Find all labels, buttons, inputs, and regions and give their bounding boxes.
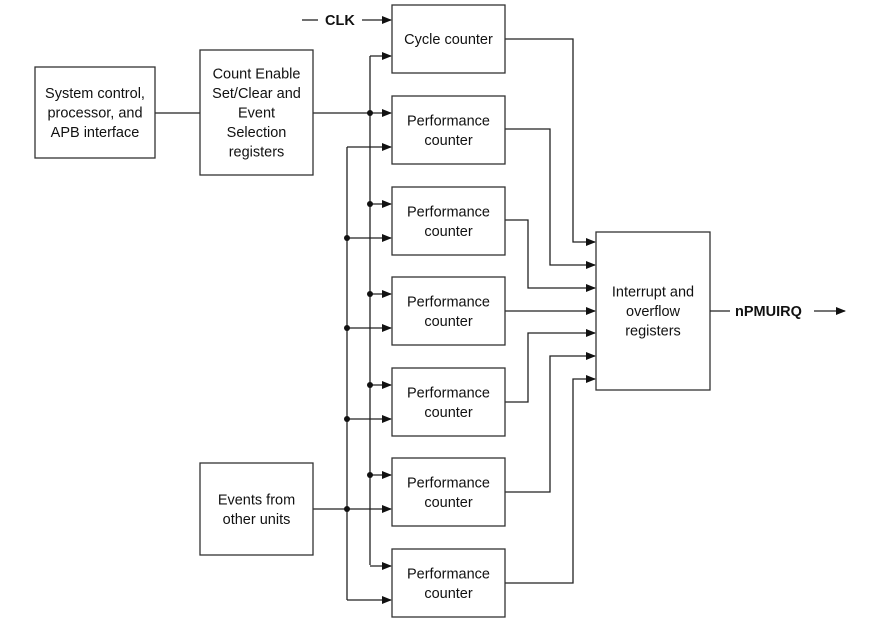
counter-output-6 xyxy=(505,375,596,584)
junction-dot xyxy=(367,382,373,388)
performance-counter-6-label: Performance xyxy=(407,566,490,582)
irq-signal: nPMUIRQ xyxy=(710,304,846,320)
junction-dot xyxy=(344,506,350,512)
cycle-counter: Cycle counter xyxy=(391,4,506,74)
count-enable-block-label: registers xyxy=(229,145,285,161)
system-control-block-label: processor, and xyxy=(47,106,142,122)
count-enable-block-label: Count Enable xyxy=(213,67,301,83)
performance-counter-1-rect xyxy=(391,95,506,165)
counter-output-5 xyxy=(505,352,596,493)
performance-counter-3-rect xyxy=(391,276,506,346)
count-enable-block-rect xyxy=(199,49,314,176)
performance-counter-6-label: counter xyxy=(424,586,473,602)
system-control-block-label: System control, xyxy=(45,86,145,102)
counter-output-2 xyxy=(505,219,596,292)
events-block-label: Events from xyxy=(218,492,295,508)
system-control-block-rect xyxy=(34,66,156,159)
counter-output-0 xyxy=(505,38,596,246)
junction-dot xyxy=(367,201,373,207)
interrupt-overflow-registers-label: overflow xyxy=(626,304,681,320)
events-block-label: other units xyxy=(223,512,291,528)
performance-counter-3: Performance counter xyxy=(391,276,506,346)
cycle-counter-label: Cycle counter xyxy=(404,32,493,48)
performance-counter-6: Performance counter xyxy=(391,548,506,618)
junction-dot xyxy=(344,325,350,331)
performance-counter-6-rect xyxy=(391,548,506,618)
performance-counter-4-label: counter xyxy=(424,405,473,421)
performance-counter-3-label: counter xyxy=(424,314,473,330)
performance-counter-2-label: Performance xyxy=(407,204,490,220)
performance-counter-2-label: counter xyxy=(424,224,473,240)
performance-counter-4: Performance counter xyxy=(391,367,506,437)
count-enable-block-label: Selection xyxy=(227,125,287,141)
junction-dot xyxy=(367,472,373,478)
counter-output-4 xyxy=(505,329,596,403)
junction-dot xyxy=(344,235,350,241)
performance-counter-4-label: Performance xyxy=(407,385,490,401)
events-block: Events from other units xyxy=(199,462,314,556)
interrupt-overflow-registers: Interrupt and overflow registers xyxy=(595,231,711,391)
cycle-counter-rect xyxy=(391,4,506,74)
clk-signal: CLK xyxy=(302,13,392,29)
performance-counter-1-label: Performance xyxy=(407,113,490,129)
performance-counter-5-rect xyxy=(391,457,506,527)
interrupt-overflow-registers-rect xyxy=(595,231,711,391)
performance-counter-1: Performance counter xyxy=(391,95,506,165)
performance-counter-5-label: Performance xyxy=(407,475,490,491)
irq-label: nPMUIRQ xyxy=(735,304,802,320)
performance-counter-5: Performance counter xyxy=(391,457,506,527)
interrupt-overflow-registers-label: registers xyxy=(625,324,681,340)
performance-counter-1-label: counter xyxy=(424,133,473,149)
performance-counter-5-label: counter xyxy=(424,495,473,511)
performance-counter-3-label: Performance xyxy=(407,294,490,310)
performance-counter-2-rect xyxy=(391,186,506,256)
clk-label: CLK xyxy=(325,13,355,29)
system-control-block-label: APB interface xyxy=(51,125,140,141)
interrupt-overflow-registers-label: Interrupt and xyxy=(612,285,694,301)
count-enable-block-label: Set/Clear and xyxy=(212,86,301,102)
performance-counter-2: Performance counter xyxy=(391,186,506,256)
junction-dot xyxy=(367,110,373,116)
junction-dot xyxy=(367,291,373,297)
count-enable-block-label: Event xyxy=(238,106,275,122)
events-block-rect xyxy=(199,462,314,556)
counter-output-1 xyxy=(505,128,596,269)
performance-counter-4-rect xyxy=(391,367,506,437)
connections xyxy=(155,38,596,604)
junction-dot xyxy=(344,416,350,422)
